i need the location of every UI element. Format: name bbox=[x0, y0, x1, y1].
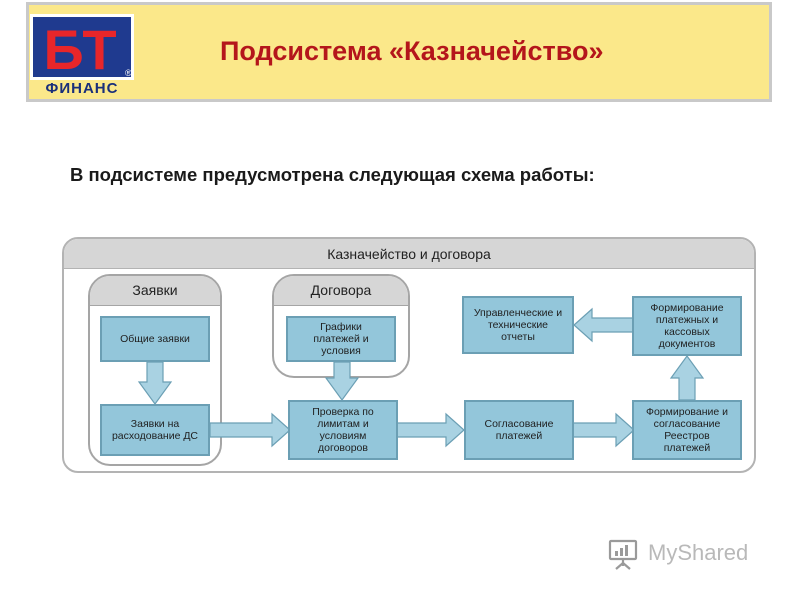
presentation-board-icon bbox=[608, 539, 638, 570]
node-reestr: Формирование и согласование Реестров пла… bbox=[632, 400, 742, 460]
arrow-soglasovanie-to-reestr bbox=[571, 412, 635, 448]
logo-caption: ФИНАНС bbox=[45, 80, 119, 97]
group-zayavki-header: Заявки bbox=[90, 276, 220, 306]
node-grafiki: Графики платежей и условия bbox=[286, 316, 396, 362]
node-soglasovanie: Согласование платежей bbox=[464, 400, 574, 460]
node-proverka: Проверка по лимитам и условиям договоров bbox=[288, 400, 398, 460]
node-otchety-label: Управленческие и технические отчеты bbox=[473, 307, 563, 343]
page-title: Подсистема «Казначейство» bbox=[220, 36, 604, 66]
frame-title: Казначейство и договора bbox=[327, 246, 491, 262]
node-formirovanie-doc: Формирование платежных и кассовых докуме… bbox=[632, 296, 742, 356]
group-zayavki-title: Заявки bbox=[132, 282, 178, 298]
arrow-obshchie-to-zayavki-ds bbox=[137, 361, 173, 406]
arrow-reestr-to-formirovanie bbox=[669, 354, 705, 401]
header-banner bbox=[26, 2, 772, 102]
arrow-formirovanie-to-otchety bbox=[573, 307, 635, 343]
node-obshchie-zayavki: Общие заявки bbox=[100, 316, 210, 362]
company-logo: БТ ® bbox=[30, 14, 134, 81]
node-grafiki-label: Графики платежей и условия bbox=[313, 321, 369, 357]
arrow-zayavki-ds-to-proverka bbox=[209, 412, 291, 448]
watermark-text: MyShared bbox=[648, 540, 749, 565]
arrow-grafiki-to-proverka bbox=[324, 361, 360, 402]
logo-letters: БТ bbox=[43, 18, 116, 81]
frame-header: Казначейство и договора bbox=[64, 239, 754, 269]
node-soglasovanie-label: Согласование платежей bbox=[484, 418, 554, 442]
logo-registered-mark: ® bbox=[125, 68, 132, 78]
slide-subtitle: В подсистеме предусмотрена следующая схе… bbox=[70, 164, 595, 185]
node-proverka-label: Проверка по лимитам и условиям договоров bbox=[312, 406, 374, 454]
node-formirovanie-doc-label: Формирование платежных и кассовых докуме… bbox=[650, 302, 724, 350]
watermark: MyShared bbox=[606, 536, 776, 572]
group-dogovora-header: Договора bbox=[274, 276, 408, 306]
node-zayavki-ds: Заявки на расходование ДС bbox=[100, 404, 210, 456]
node-reestr-label: Формирование и согласование Реестров пла… bbox=[645, 406, 728, 454]
node-zayavki-ds-label: Заявки на расходование ДС bbox=[111, 418, 199, 442]
group-dogovora-title: Договора bbox=[310, 282, 372, 298]
node-obshchie-zayavki-label: Общие заявки bbox=[120, 333, 190, 345]
arrow-proverka-to-soglasovanie bbox=[396, 412, 465, 448]
node-otchety: Управленческие и технические отчеты bbox=[462, 296, 574, 354]
